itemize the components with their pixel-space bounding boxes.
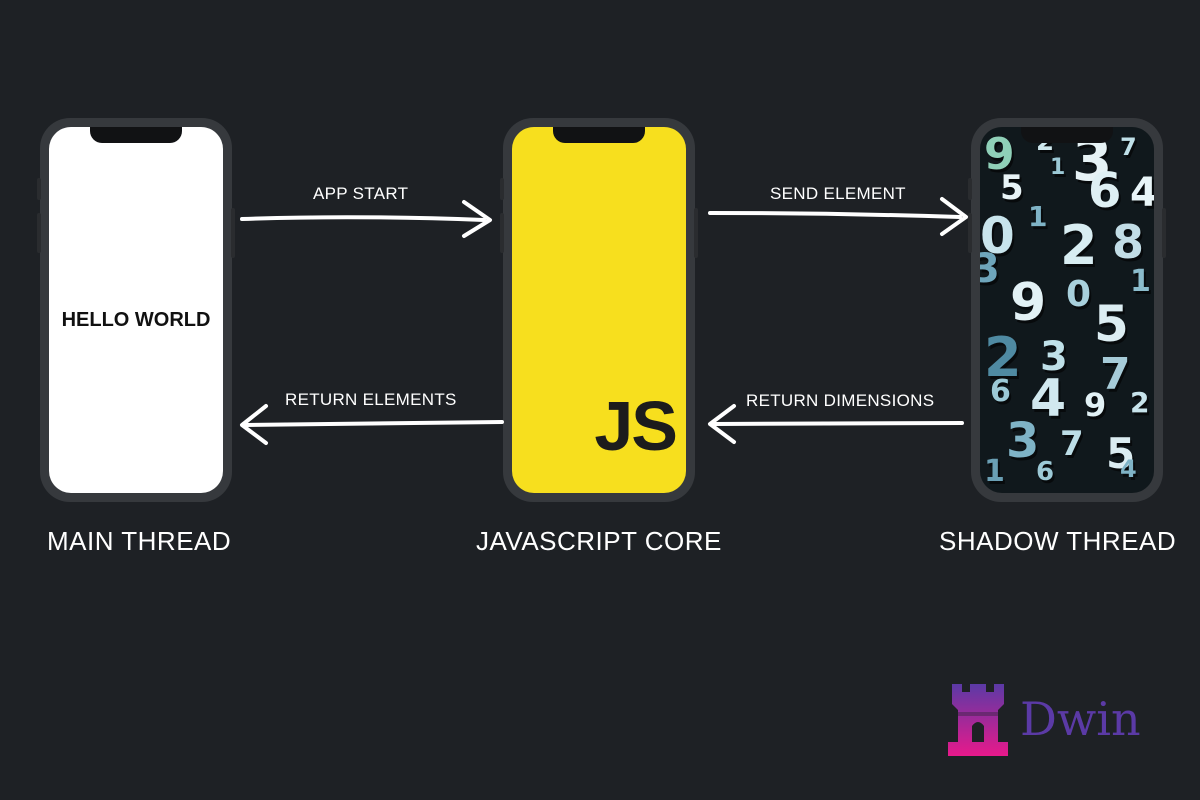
send-element-arrow (708, 197, 968, 236)
app-start-arrow (240, 200, 492, 238)
javascript-core-phone: JS (500, 118, 698, 502)
castle-tower-icon (948, 684, 1008, 756)
main-thread-screen: HELLO WORLD (49, 127, 223, 493)
return-dimensions-label: RETURN DIMENSIONS (746, 391, 935, 410)
brand-name: Dwin (1020, 692, 1141, 746)
return-dimensions-arrow (708, 404, 964, 444)
javascript-core-screen: JS (512, 127, 686, 493)
send-element-label: SEND ELEMENT (770, 184, 906, 203)
main-thread-phone: HELLO WORLD (37, 118, 235, 502)
phone-notch (553, 127, 645, 143)
shadow-thread-phone: 923751640128390512376492375164 (968, 118, 1166, 502)
shadow-thread-caption: SHADOW THREAD (939, 526, 1177, 556)
app-start-label: APP START (313, 184, 409, 203)
phone-notch (1021, 127, 1113, 143)
main-thread-caption: MAIN THREAD (47, 526, 232, 556)
hello-world-text: HELLO WORLD (61, 309, 211, 331)
return-elements-arrow (240, 404, 504, 445)
javascript-core-caption: JAVASCRIPT CORE (476, 526, 722, 556)
return-elements-label: RETURN ELEMENTS (285, 390, 457, 409)
js-logo: JS (594, 387, 678, 465)
shadow-thread-screen: 923751640128390512376492375164 (980, 127, 1154, 493)
phone-notch (90, 127, 182, 143)
